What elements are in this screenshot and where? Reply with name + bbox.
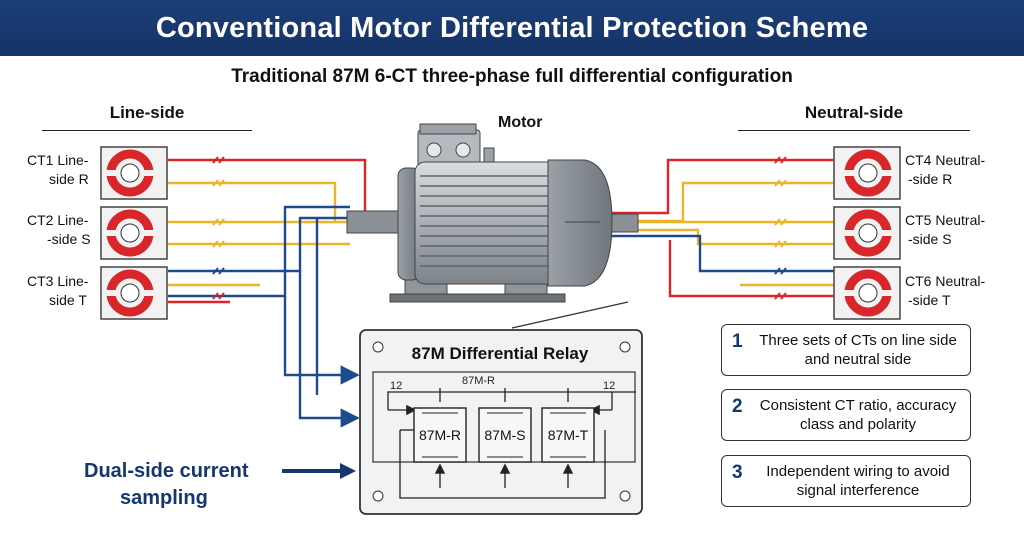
ct1-icon: [100, 146, 168, 200]
note-1: 1 Three sets of CTs on line side and neu…: [721, 324, 971, 376]
note-2-text: Consistent CT ratio, accuracy class and …: [759, 397, 957, 433]
relay-element-s: 87M-S: [484, 427, 526, 443]
page-title: Conventional Motor Differential Protecti…: [155, 11, 869, 44]
subtitle: Traditional 87M 6-CT three-phase full di…: [231, 66, 793, 87]
note-3: 3 Independent wiring to avoid signal int…: [721, 455, 971, 507]
ct6-icon: [833, 266, 901, 320]
note-3-text: Independent wiring to avoid signal inter…: [766, 463, 950, 499]
polarity-ticks-left: [212, 156, 225, 300]
ct5-label: CT5 Neutral--side S: [905, 212, 986, 247]
note-3-number: 3: [732, 462, 743, 483]
ct3-icon: [100, 266, 168, 320]
relay-element-t: 87M-T: [547, 427, 589, 443]
note-1-number: 1: [732, 331, 743, 352]
relay-right-num: 12: [603, 380, 616, 392]
dual-side-arrowhead: [340, 463, 356, 479]
neutral-side-heading: Neutral-side: [738, 103, 970, 131]
ct4-icon: [833, 146, 901, 200]
motor-icon: [346, 123, 639, 303]
relay-left-num: 12: [390, 380, 403, 392]
note-2: 2 Consistent CT ratio, accuracy class an…: [721, 389, 971, 441]
relay-bus-label: 87M-R: [462, 375, 496, 387]
relay-title: 87M Differential Relay: [411, 344, 589, 363]
motor-relay-pointer: [511, 301, 629, 329]
polarity-ticks-right: [774, 156, 787, 300]
neutral-side-wiring: [610, 158, 835, 298]
motor-label: Motor: [498, 114, 543, 131]
ct4-label: CT4 Neutral--side R: [905, 152, 986, 187]
line-side-wiring: [168, 158, 367, 428]
ct2-icon: [100, 206, 168, 260]
ct6-label: CT6 Neutral--side T: [905, 273, 986, 308]
ct3-label: CT3 Line-side T: [27, 273, 89, 308]
note-1-text: Three sets of CTs on line side and neutr…: [759, 332, 957, 368]
ct2-label: CT2 Line--side S: [27, 212, 91, 247]
ct1-label: CT1 Line-side R: [27, 152, 89, 187]
relay-panel: [359, 329, 643, 515]
note-2-number: 2: [732, 396, 743, 417]
title-banner: Conventional Motor Differential Protecti…: [0, 0, 1024, 56]
line-side-heading: Line-side: [42, 103, 252, 131]
dual-side-label: Dual-side current sampling: [84, 460, 249, 509]
relay-element-r: 87M-R: [418, 427, 461, 443]
ct5-icon: [833, 206, 901, 260]
